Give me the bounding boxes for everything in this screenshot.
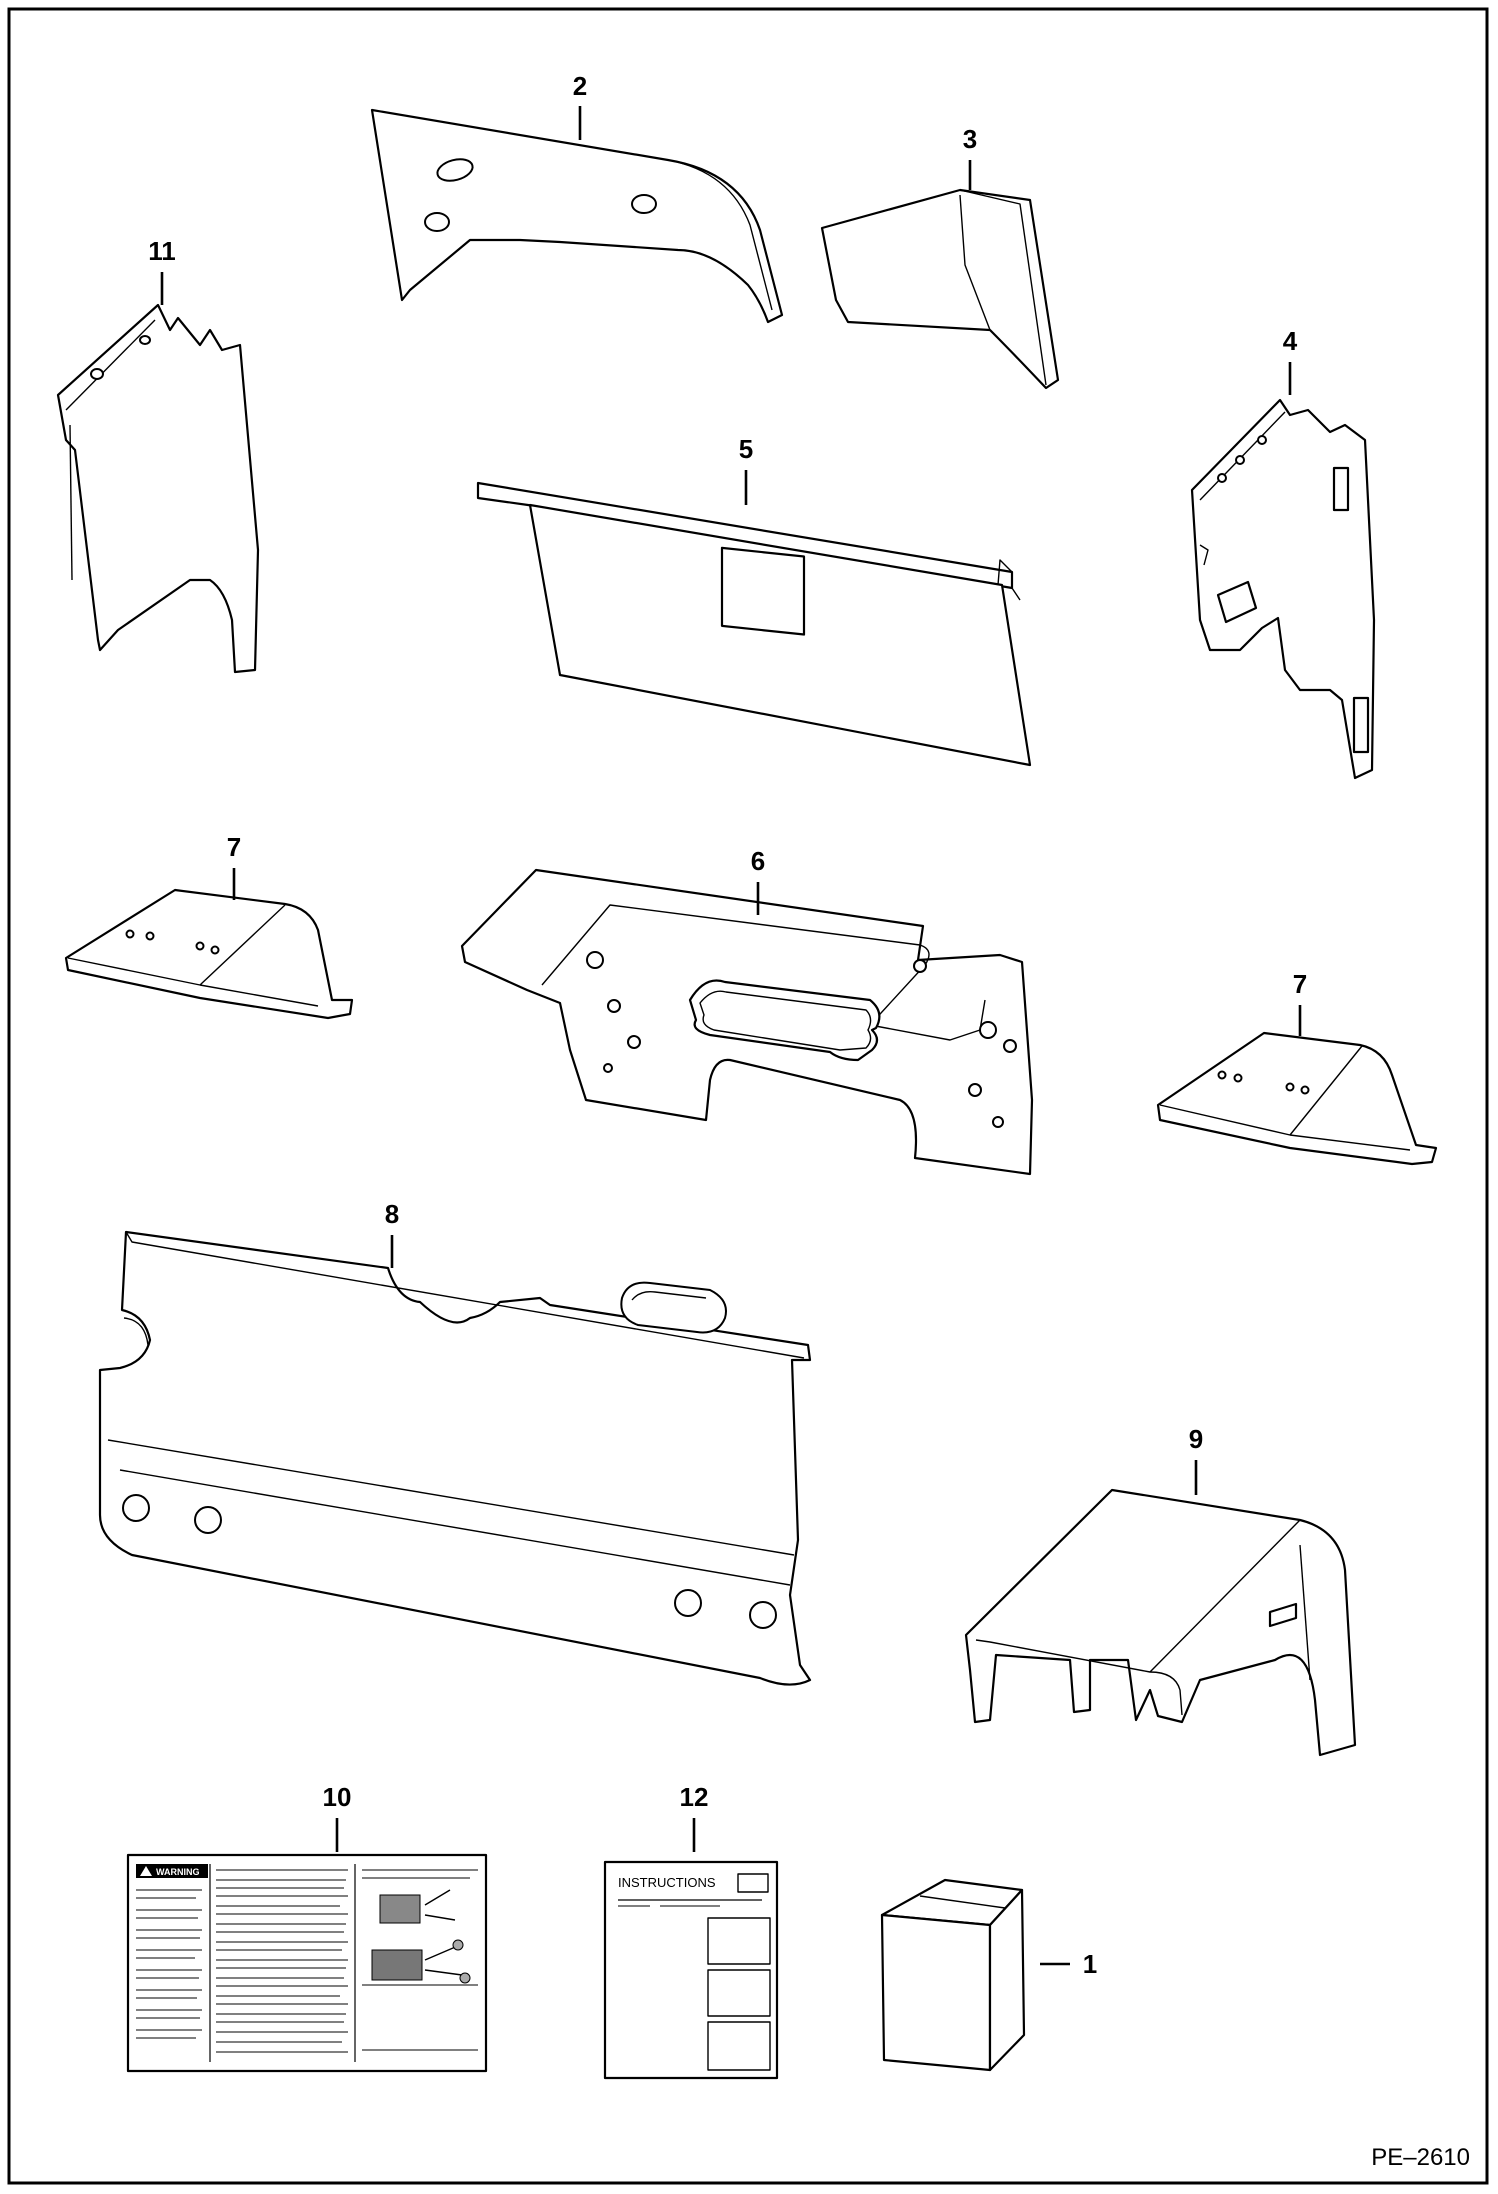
decal-warning-label: WARNING (156, 1867, 200, 1877)
callout-12: 12 (680, 1782, 709, 1812)
figure-frame (7, 7, 1489, 2185)
decal-outline (126, 1853, 488, 2073)
part-1-carton (880, 1878, 1026, 2072)
booklet-title: INSTRUCTIONS (618, 1875, 716, 1890)
decal-warning-header (136, 1864, 208, 1878)
part-4-side-panel (1190, 398, 1376, 780)
warning-triangle-icon (140, 1866, 152, 1876)
part-7-bracket-right (1156, 1031, 1438, 1166)
callout-11: 11 (148, 236, 176, 266)
callout-4: 4 (1283, 326, 1298, 356)
part-2-side-panel (370, 108, 784, 324)
leader-lines (160, 106, 1302, 1966)
callout-1: 1 (1083, 1949, 1097, 1979)
callout-labels: 2 3 11 4 5 7 6 7 8 9 10 12 1 (148, 71, 1307, 1979)
callout-7-left: 7 (227, 832, 241, 862)
callout-3: 3 (963, 124, 977, 154)
part-7-bracket-left (64, 888, 354, 1020)
part-5-firewall-panel (476, 481, 1032, 767)
part-3-corner-panel (820, 188, 1060, 390)
part-11-side-panel (56, 303, 260, 674)
part-6-mounting-plate (460, 868, 1034, 1176)
callout-5: 5 (739, 434, 753, 464)
part-9-hood-cover (964, 1488, 1357, 1757)
callout-6: 6 (751, 846, 765, 876)
callout-7-right: 7 (1293, 969, 1307, 999)
callout-8: 8 (385, 1199, 399, 1229)
part-12-instructions-booklet: INSTRUCTIONS (603, 1860, 779, 2080)
callout-9: 9 (1189, 1424, 1203, 1454)
decal-machine-illustration (371, 1889, 471, 1984)
callout-10: 10 (323, 1782, 352, 1812)
decal-fine-print (136, 1869, 478, 2053)
part-8-rear-panel (98, 1230, 812, 1686)
part-10-safety-decal: WARNING (126, 1853, 488, 2073)
figure-code: PE–2610 (1371, 2144, 1470, 2171)
callout-2: 2 (573, 71, 587, 101)
